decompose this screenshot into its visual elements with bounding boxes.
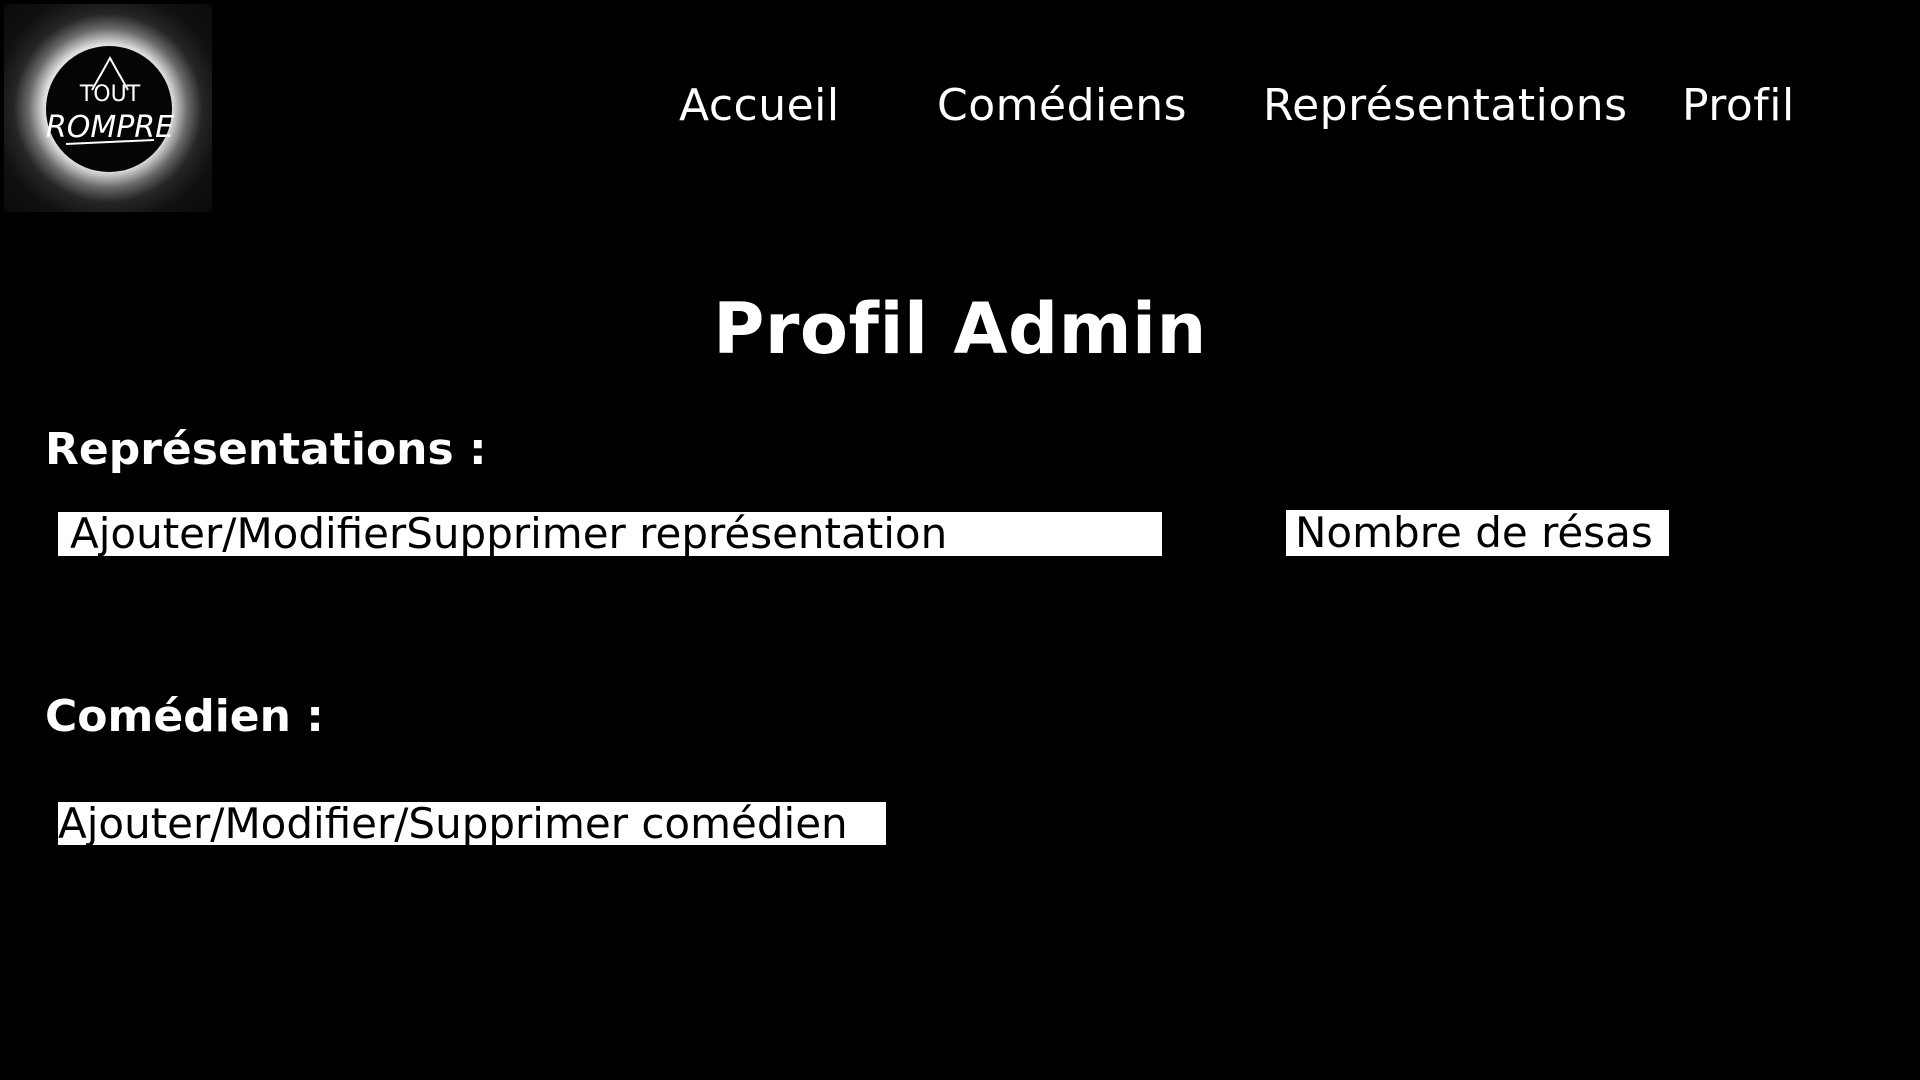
section-heading-comedien: Comédien :: [45, 691, 324, 742]
reservations-count-button[interactable]: Nombre de résas: [1286, 510, 1669, 556]
main-nav: Accueil Comédiens Représentations Profil: [0, 80, 1920, 140]
nav-item-representations[interactable]: Représentations: [1263, 80, 1628, 131]
logo[interactable]: TOUT ROMPRE: [4, 4, 212, 212]
page-title: Profil Admin: [713, 288, 1207, 370]
section-heading-representations: Représentations :: [45, 424, 487, 475]
manage-representation-button[interactable]: Ajouter/ModifierSupprimer représentation: [58, 512, 1162, 556]
logo-line-2: TOUT: [79, 82, 141, 107]
manage-comedien-button[interactable]: Ajouter/Modifier/Supprimer comédien: [58, 802, 886, 845]
nav-item-profil[interactable]: Profil: [1682, 80, 1795, 131]
logo-mark-icon: TOUT ROMPRE: [46, 55, 174, 145]
nav-item-comediens[interactable]: Comédiens: [937, 80, 1188, 131]
nav-item-accueil[interactable]: Accueil: [679, 80, 840, 131]
logo-circle: [46, 46, 172, 172]
